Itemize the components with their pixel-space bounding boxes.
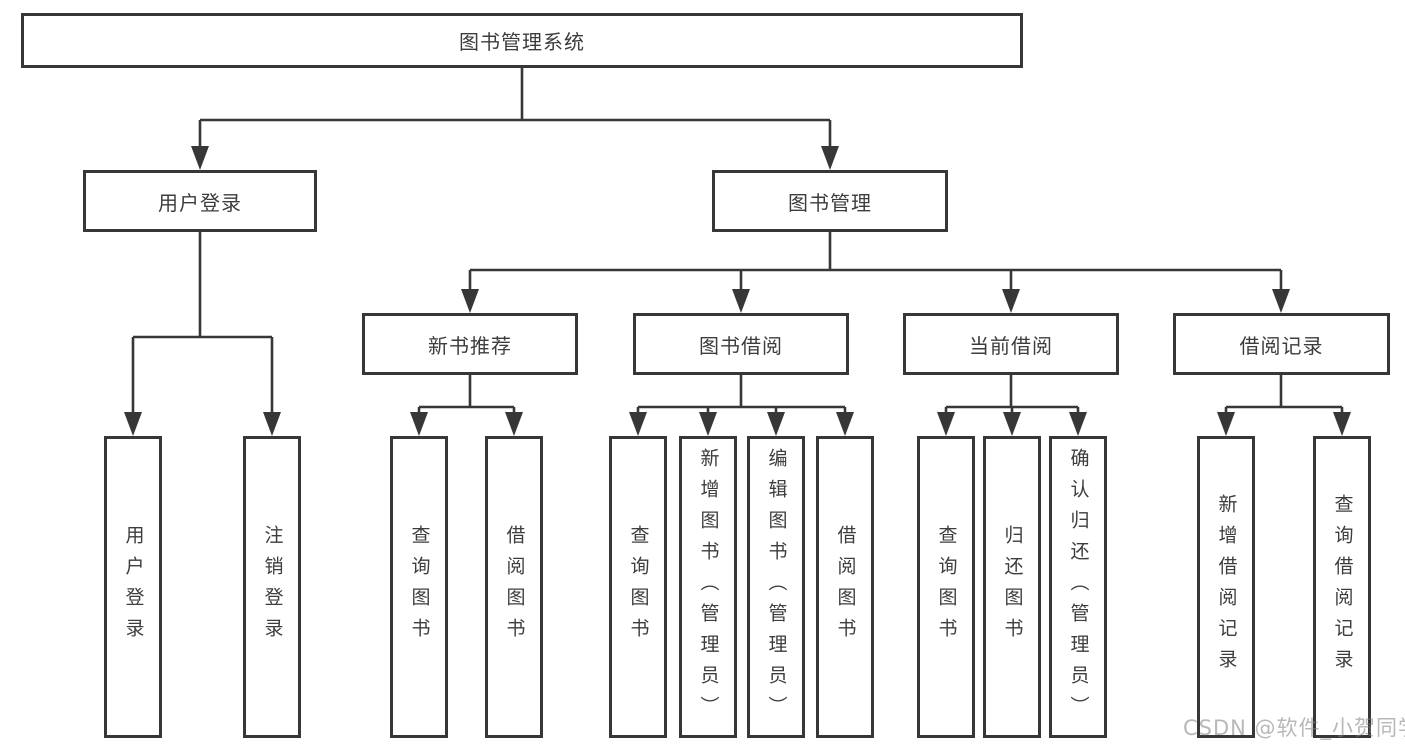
node-book-management: 图书管理 [712,170,948,232]
arrow-down-icon [821,146,839,170]
node-new-book-recommend: 新书推荐 [362,313,578,375]
node-book-borrowing: 图书借阅 [633,313,849,375]
leaf-label: 新增图书（管理员） [697,447,720,727]
leaf-label: 注销登录 [261,525,284,649]
arrow-down-icon [263,412,281,436]
arrow-down-icon [1333,412,1351,436]
leaf-label: 新增借阅记录 [1215,494,1238,680]
leaf-add-borrow-record: 新增借阅记录 [1197,436,1255,738]
leaf-label: 查询图书 [627,525,650,649]
leaf-borrow-books-borrowing: 借阅图书 [816,436,874,738]
leaf-label: 借阅图书 [503,525,526,649]
leaf-confirm-return-admin: 确认归还（管理员） [1049,436,1107,738]
arrow-down-icon [410,412,428,436]
node-current-borrowing: 当前借阅 [903,313,1119,375]
leaf-label: 查询借阅记录 [1331,494,1354,680]
leaf-user-login: 用户登录 [104,436,162,738]
arrow-down-icon [1272,289,1290,313]
arrow-down-icon [1069,412,1087,436]
leaf-borrow-books-recommend: 借阅图书 [485,436,543,738]
leaf-label: 查询图书 [935,525,958,649]
arrow-down-icon [836,412,854,436]
leaf-query-books-current: 查询图书 [917,436,975,738]
arrow-down-icon [461,289,479,313]
arrow-down-icon [1002,289,1020,313]
leaf-return-book: 归还图书 [983,436,1041,738]
leaf-label: 借阅图书 [834,525,857,649]
leaf-label: 确认归还（管理员） [1067,447,1090,727]
leaf-query-books-borrowing: 查询图书 [609,436,667,738]
node-root-system: 图书管理系统 [21,13,1023,68]
leaf-add-book-admin: 新增图书（管理员） [679,436,737,738]
leaf-query-books-recommend: 查询图书 [390,436,448,738]
node-borrow-records: 借阅记录 [1173,313,1390,375]
arrow-down-icon [1217,412,1235,436]
arrow-down-icon [1003,412,1021,436]
leaf-edit-book-admin: 编辑图书（管理员） [747,436,805,738]
arrow-down-icon [732,289,750,313]
arrow-down-icon [629,412,647,436]
leaf-label: 查询图书 [408,525,431,649]
leaf-logout: 注销登录 [243,436,301,738]
arrowhead-icons [124,146,1351,436]
leaf-query-borrow-record: 查询借阅记录 [1313,436,1371,738]
connector-lines [131,68,1344,416]
leaf-label: 用户登录 [122,525,145,649]
arrow-down-icon [767,412,785,436]
arrow-down-icon [937,412,955,436]
arrow-down-icon [505,412,523,436]
arrow-down-icon [191,146,209,170]
node-user-login: 用户登录 [83,170,317,232]
leaf-label: 编辑图书（管理员） [765,447,788,727]
arrow-down-icon [124,412,142,436]
leaf-label: 归还图书 [1001,525,1024,649]
csdn-watermark: CSDN @软件_小贺同学 [1183,716,1405,740]
arrow-down-icon [699,412,717,436]
